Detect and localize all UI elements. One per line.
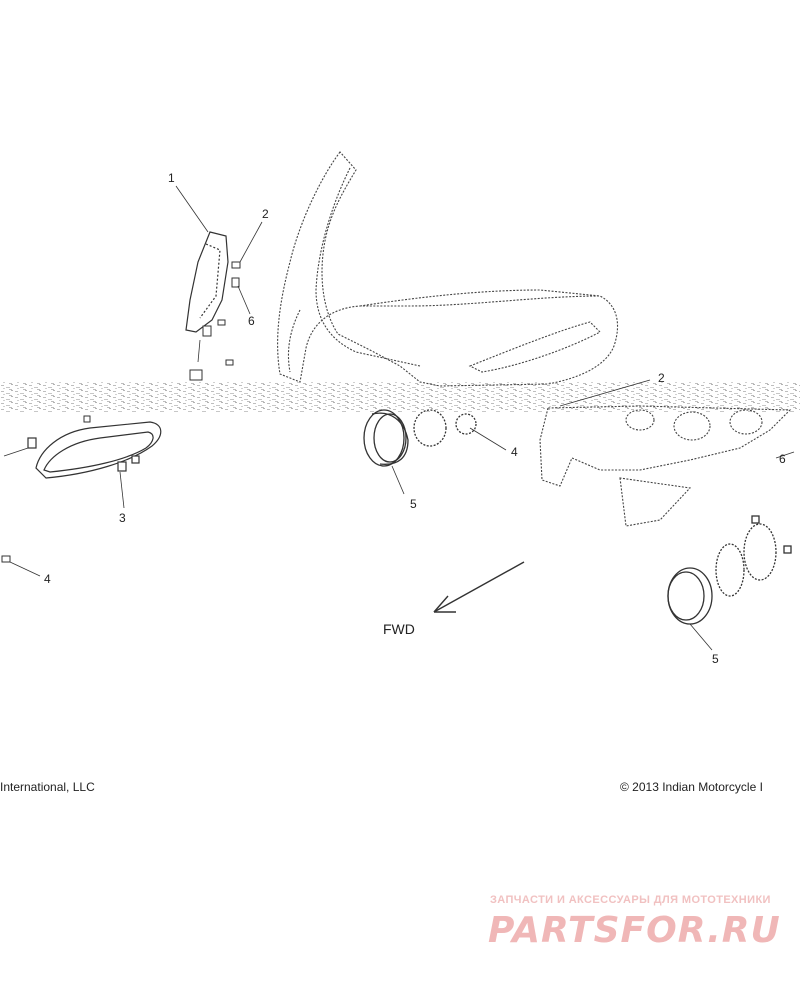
callout-2-right: 2	[658, 371, 665, 385]
callout-1: 1	[168, 171, 175, 185]
callout-5-right: 5	[712, 652, 719, 666]
callout-6-left: 6	[248, 314, 255, 328]
fasteners-upper-left	[189, 221, 263, 381]
watermark-tagline: ЗАПЧАСТИ И АКСЕССУАРЫ ДЛЯ МОТОТЕХНИКИ	[490, 894, 771, 906]
part-1-inner-panel	[175, 185, 229, 333]
copyright-right: © 2013 Indian Motorcycle I	[620, 780, 763, 794]
part-3-side-lamp	[3, 421, 162, 509]
forward-direction-arrow	[433, 561, 525, 613]
part-2-lower-fairing	[539, 405, 792, 527]
watermark-logo: PARTSFOR.RU	[488, 910, 781, 951]
part-4-screw-left	[1, 415, 91, 577]
fwd-label: FWD	[383, 621, 415, 637]
callout-3: 3	[119, 511, 126, 525]
callout-5-center: 5	[410, 497, 417, 511]
scan-noise-band	[0, 382, 800, 412]
callout-4-center: 4	[511, 445, 518, 459]
callout-6-right: 6	[779, 452, 786, 466]
callout-leaders	[559, 379, 795, 459]
callout-4-left: 4	[44, 572, 51, 586]
part-5-round-lamp-right	[667, 515, 792, 651]
callout-2-left: 2	[262, 207, 269, 221]
copyright-left: International, LLC	[0, 780, 95, 794]
fairing-shell	[277, 151, 618, 387]
part-5-round-lamp-center	[363, 409, 507, 495]
